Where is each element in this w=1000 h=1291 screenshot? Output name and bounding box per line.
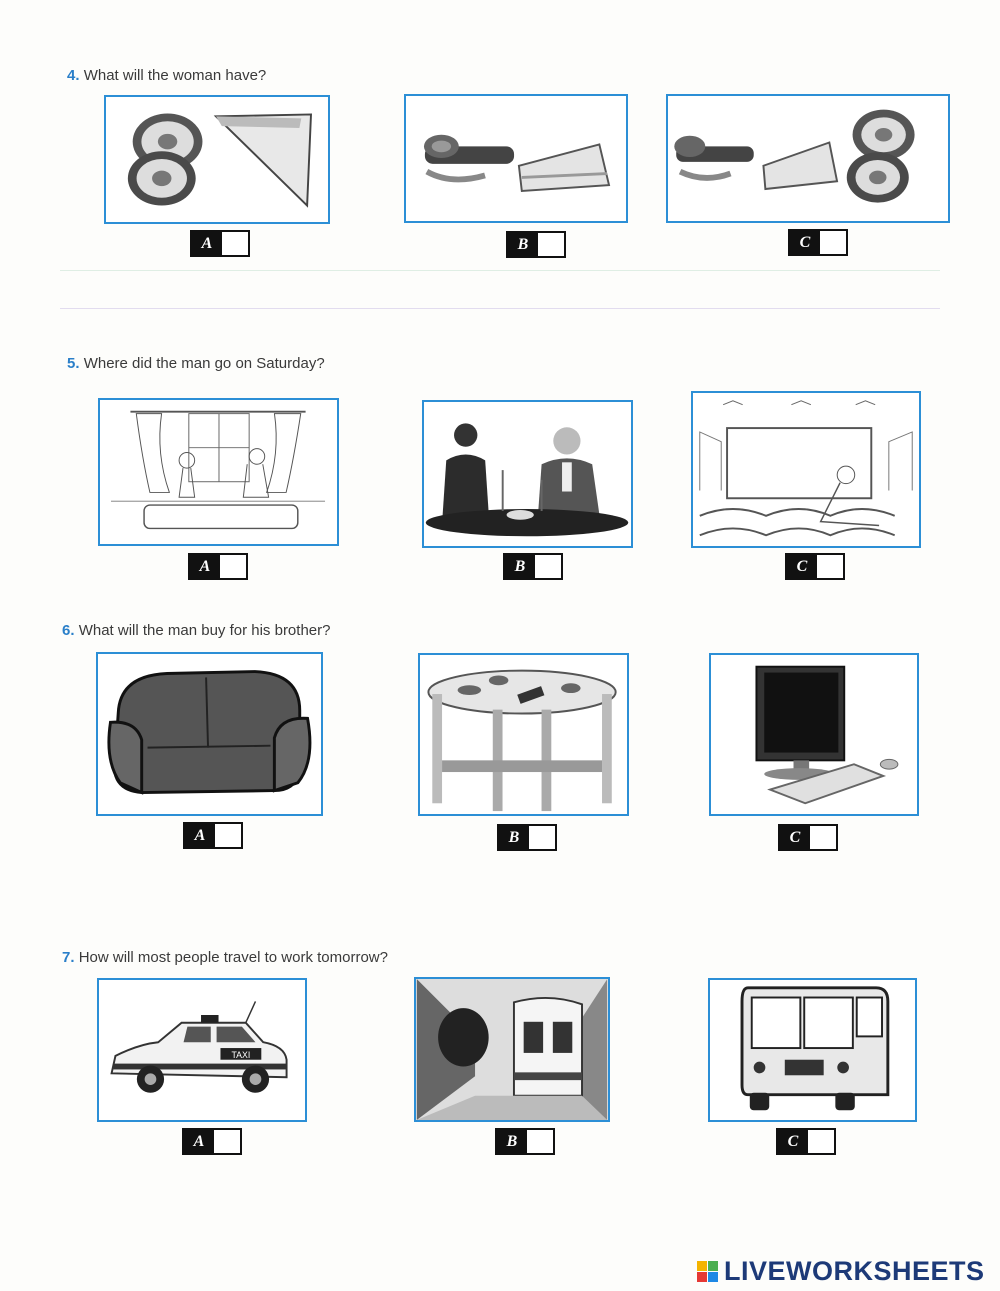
option-6a-sofa-image — [96, 652, 323, 816]
option-letter: A — [190, 555, 220, 578]
answer-box-5b: B — [503, 553, 563, 580]
option-letter: B — [505, 555, 535, 578]
question-7: 7. How will most people travel to work t… — [62, 949, 388, 966]
option-letter: C — [780, 826, 810, 849]
option-5b-restaurant-dinner-image — [422, 400, 633, 548]
question-number: 4. — [67, 67, 80, 84]
separator-line — [60, 308, 940, 309]
option-letter: C — [787, 555, 817, 578]
option-letter: B — [497, 1130, 527, 1153]
option-letter: B — [508, 233, 538, 256]
answer-input-6b[interactable] — [529, 826, 555, 849]
option-5c-cinema-image — [691, 391, 921, 548]
option-6b-table-image — [418, 653, 629, 816]
option-4c-sausage-sandwich-and-donuts-image — [666, 94, 950, 223]
answer-box-7a: A — [182, 1128, 242, 1155]
question-text: How will most people travel to work tomo… — [78, 949, 388, 966]
answer-input-6c[interactable] — [810, 826, 836, 849]
liveworksheets-logo: LIVEWORKSHEETS — [697, 1256, 985, 1287]
answer-box-6a: A — [183, 822, 243, 849]
answer-input-4c[interactable] — [820, 231, 846, 254]
option-5a-theatre-stage-image — [98, 398, 339, 546]
option-letter: B — [499, 826, 529, 849]
question-number: 6. — [62, 622, 75, 639]
question-5: 5. Where did the man go on Saturday? — [67, 355, 325, 372]
answer-box-5a: A — [188, 553, 248, 580]
option-4b-sausage-and-sandwich-image — [404, 94, 628, 223]
answer-box-4b: B — [506, 231, 566, 258]
option-letter: C — [778, 1130, 808, 1153]
option-letter: C — [790, 231, 820, 254]
question-6: 6. What will the man buy for his brother… — [62, 622, 330, 639]
question-number: 5. — [67, 355, 80, 372]
answer-input-5b[interactable] — [535, 555, 561, 578]
option-letter: A — [192, 232, 222, 255]
answer-box-5c: C — [785, 553, 845, 580]
option-4a-donuts-and-sandwich-image — [104, 95, 330, 224]
answer-box-7c: C — [776, 1128, 836, 1155]
separator-line — [60, 270, 940, 271]
answer-box-7b: B — [495, 1128, 555, 1155]
option-7c-bus-image — [708, 978, 917, 1122]
option-6c-computer-image — [709, 653, 919, 816]
answer-box-6c: C — [778, 824, 838, 851]
answer-input-7c[interactable] — [808, 1130, 834, 1153]
answer-input-5a[interactable] — [220, 555, 246, 578]
answer-box-6b: B — [497, 824, 557, 851]
question-4: 4. What will the woman have? — [67, 67, 266, 84]
question-text: Where did the man go on Saturday? — [83, 355, 325, 372]
question-text: What will the woman have? — [83, 67, 267, 84]
logo-mark-icon — [697, 1261, 718, 1282]
option-7b-underground-train-image — [414, 977, 610, 1122]
answer-box-4c: C — [788, 229, 848, 256]
question-number: 7. — [62, 949, 75, 966]
answer-input-5c[interactable] — [817, 555, 843, 578]
answer-input-6a[interactable] — [215, 824, 241, 847]
answer-box-4a: A — [190, 230, 250, 257]
option-letter: A — [185, 824, 215, 847]
option-7a-taxi-image: TAXI — [97, 978, 307, 1122]
logo-text: LIVEWORKSHEETS — [724, 1256, 985, 1286]
taxi-sign-text: TAXI — [231, 1050, 250, 1060]
answer-input-4b[interactable] — [538, 233, 564, 256]
answer-input-7a[interactable] — [214, 1130, 240, 1153]
question-text: What will the man buy for his brother? — [78, 622, 331, 639]
option-letter: A — [184, 1130, 214, 1153]
answer-input-4a[interactable] — [222, 232, 248, 255]
answer-input-7b[interactable] — [527, 1130, 553, 1153]
